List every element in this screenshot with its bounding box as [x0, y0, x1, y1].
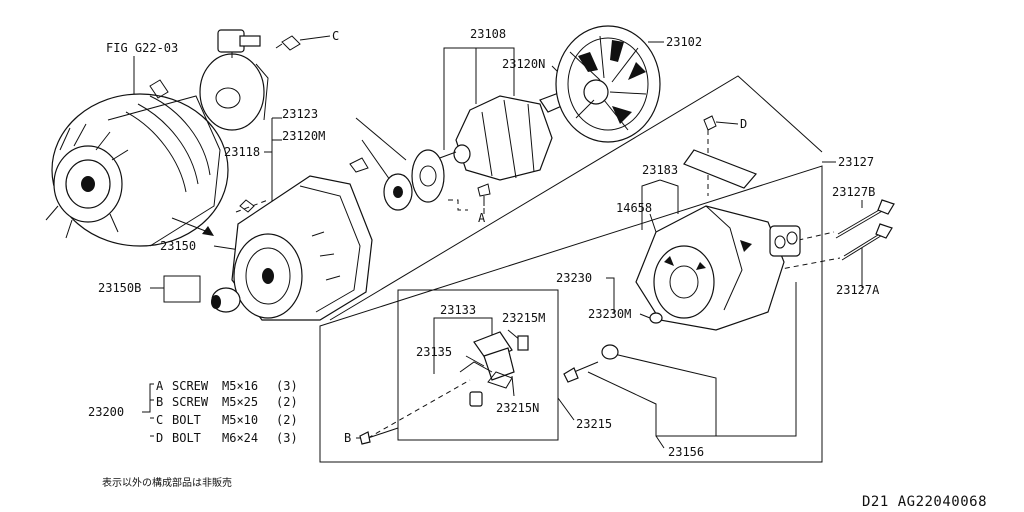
leader-23230	[606, 277, 615, 314]
marker-c: C	[332, 29, 339, 43]
fastener-row: D BOLT M6×24 (3)	[156, 431, 298, 445]
regulator-part-drawing	[199, 29, 269, 131]
fastener-letter: A	[156, 379, 164, 393]
footnote: 表示以外の構成部品は非販売	[102, 476, 232, 489]
fastener-row: C BOLT M5×10 (2)	[156, 413, 298, 427]
boundary-diagonal	[329, 75, 823, 321]
through-bolts-drawing	[835, 199, 895, 261]
leader-23133	[433, 317, 493, 374]
pulley-nut-drawing	[211, 287, 241, 313]
boundary-frame	[319, 165, 823, 463]
dashed-screw-axis	[367, 379, 471, 439]
fastener-legend: A SCREW M5×16 (3) B SCREW M5×25 (2) C BO…	[156, 379, 298, 445]
fastener-type: SCREW	[172, 379, 209, 393]
fastener-row: A SCREW M5×16 (3)	[156, 379, 298, 393]
leader-23230m	[639, 313, 651, 319]
part-number-23150: 23150	[160, 239, 196, 253]
part-number-23120m: 23120M	[282, 129, 325, 143]
arrow-head-icon	[202, 226, 214, 236]
fastener-type: BOLT	[172, 431, 201, 445]
part-number-23120n: 23120N	[502, 57, 545, 71]
screw-a-drawing	[477, 183, 491, 206]
alternator-assembly-drawing	[45, 79, 229, 247]
part-number-23183: 23183	[642, 163, 678, 177]
leader-c	[299, 35, 331, 41]
part-labels: FIG G22-03 23108 23102 23120N 23123 2312…	[88, 27, 880, 459]
fastener-qty: (3)	[276, 431, 298, 445]
leader-23200	[142, 383, 154, 437]
part-number-23102: 23102	[666, 35, 702, 49]
part-number-23230: 23230	[556, 271, 592, 285]
bearing-retainer-drawing	[349, 149, 445, 211]
part-number-23156: 23156	[668, 445, 704, 459]
leader-23215n	[511, 375, 515, 397]
fastener-type: SCREW	[172, 395, 209, 409]
leader-23183	[641, 179, 679, 230]
leader-23123	[355, 117, 407, 161]
fastener-letter: D	[156, 431, 163, 445]
fastener-row: B SCREW M5×25 (2)	[156, 395, 298, 409]
rear-cover-drawing	[635, 205, 801, 331]
part-number-23127: 23127	[838, 155, 874, 169]
leader-23120m	[361, 139, 391, 181]
part-number-23150b: 23150B	[98, 281, 141, 295]
part-number-14658: 14658	[616, 201, 652, 215]
rear-housing-drawing	[231, 175, 373, 321]
fastener-qty: (2)	[276, 395, 298, 409]
leader-23118	[264, 117, 282, 206]
part-number-23215m: 23215M	[502, 311, 545, 325]
dashed-bolt-axis-lower	[775, 257, 841, 271]
part-number-23127a: 23127A	[836, 283, 880, 297]
part-number-23127b: 23127B	[832, 185, 875, 199]
leader-23135	[465, 355, 485, 367]
inset-frame	[397, 289, 559, 441]
leader-23156	[587, 282, 797, 449]
fastener-size: M5×25	[222, 395, 258, 409]
brush-holder-drawing	[459, 331, 529, 407]
stud-bolt-drawing	[563, 344, 619, 383]
bolt-c-drawing	[275, 35, 301, 51]
leader-23215	[557, 397, 575, 421]
part-number-23215n: 23215N	[496, 401, 539, 415]
part-number-23200: 23200	[88, 405, 124, 419]
marker-d: D	[740, 117, 747, 131]
part-number-23133: 23133	[440, 303, 476, 317]
arrow-line	[171, 217, 209, 233]
insulator-plate-drawing	[683, 115, 758, 189]
fastener-qty: (3)	[276, 379, 298, 393]
drawing-code: D21 AG22040068	[862, 494, 987, 510]
fastener-letter: C	[156, 413, 163, 427]
part-number-23118: 23118	[224, 145, 260, 159]
marker-b: B	[344, 431, 351, 445]
part-number-23135: 23135	[416, 345, 452, 359]
fastener-letter: B	[156, 395, 163, 409]
leader-23150b	[150, 275, 201, 303]
leader-lines	[133, 35, 863, 463]
fastener-size: M6×24	[222, 431, 258, 445]
leader-d	[715, 121, 739, 125]
marker-a: A	[478, 211, 486, 225]
figure-reference: FIG G22-03	[106, 41, 178, 55]
dashed-pulley-axis	[235, 199, 269, 213]
part-number-23108: 23108	[470, 27, 506, 41]
fastener-qty: (2)	[276, 413, 298, 427]
leader-14658	[649, 213, 657, 233]
fastener-size: M5×10	[222, 413, 258, 427]
fastener-type: BOLT	[172, 413, 201, 427]
leader-23108	[443, 47, 515, 150]
screw-b-drawing	[359, 427, 399, 445]
dashed-rotor-axis	[448, 199, 468, 211]
part-number-23123: 23123	[282, 107, 318, 121]
front-cover-drawing	[555, 25, 661, 143]
fastener-size: M5×16	[222, 379, 258, 393]
fastener-markers: C D A B	[332, 29, 747, 445]
part-number-23215: 23215	[576, 417, 612, 431]
part-number-23230m: 23230M	[588, 307, 631, 321]
